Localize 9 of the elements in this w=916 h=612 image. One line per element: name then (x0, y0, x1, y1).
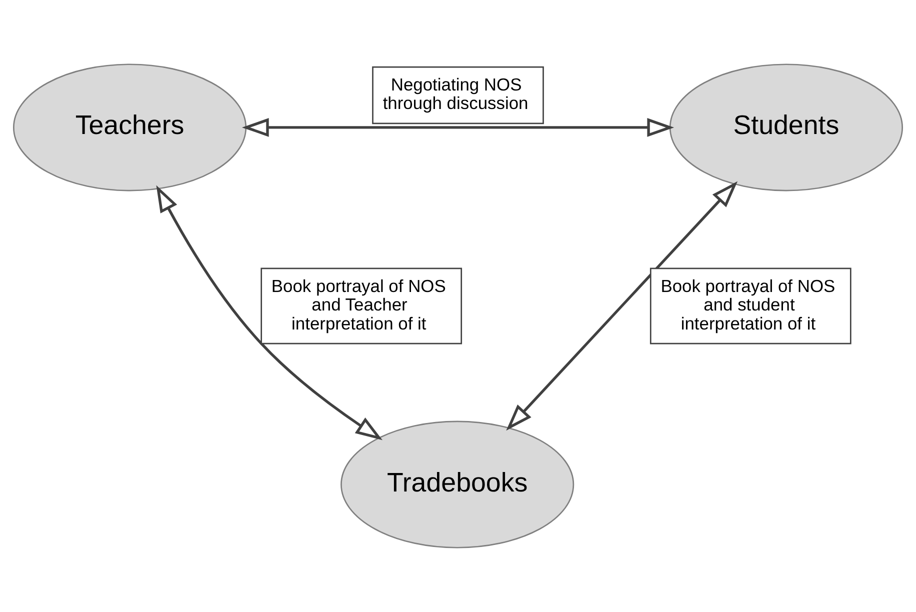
edge-label: Book portrayal of NOS and student interpretation of it (660, 276, 836, 334)
edge-label: Negotiating NOS through discussion (382, 74, 528, 114)
arrow (506, 181, 738, 431)
edge-label: Book portrayal of NOS and Teacher interpretation of it (271, 276, 446, 334)
arrow (242, 118, 674, 137)
arrow (156, 185, 382, 440)
node-ellipse: Tradebooks (340, 420, 574, 548)
node-ellipse: Students (669, 64, 903, 192)
node-ellipse: Teachers (13, 64, 247, 192)
